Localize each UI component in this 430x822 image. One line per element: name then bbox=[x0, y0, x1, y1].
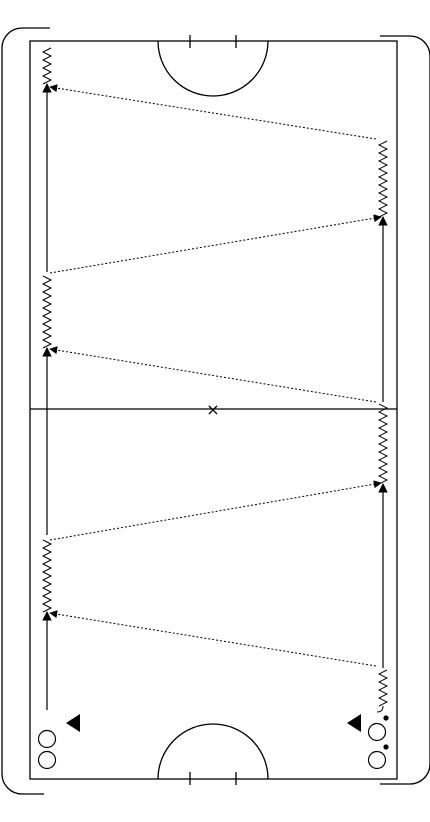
cone-icon bbox=[66, 714, 80, 732]
rink-outline bbox=[1, 27, 50, 795]
weave-segment bbox=[41, 539, 53, 613]
cone-icon bbox=[347, 714, 361, 732]
player-icon bbox=[37, 750, 57, 770]
center-marker: × bbox=[206, 400, 219, 419]
weave-segment bbox=[41, 47, 53, 85]
puck-icon bbox=[383, 744, 389, 750]
player-group-left bbox=[37, 729, 57, 770]
weave-segment bbox=[41, 275, 53, 349]
pass-arrow bbox=[49, 610, 377, 667]
stick-hook bbox=[376, 705, 384, 713]
puck-icon bbox=[383, 715, 389, 721]
pass-paths bbox=[49, 84, 382, 667]
rink-board bbox=[29, 40, 398, 780]
player-icon bbox=[37, 729, 57, 749]
goal-crease-top bbox=[157, 40, 269, 97]
player-icon bbox=[367, 750, 387, 770]
pass-arrow bbox=[49, 480, 382, 541]
player-icon bbox=[367, 722, 387, 742]
rink bbox=[1, 27, 430, 795]
pass-arrow bbox=[49, 346, 377, 403]
skating-paths bbox=[42, 83, 388, 710]
weave-paths bbox=[41, 47, 389, 707]
weave-segment bbox=[377, 669, 389, 707]
pass-arrow bbox=[49, 84, 377, 140]
weave-segment bbox=[377, 140, 389, 218]
player-group-right bbox=[367, 722, 387, 770]
weave-segment bbox=[377, 403, 389, 485]
goal-crease-bottom bbox=[157, 723, 269, 780]
pass-arrow bbox=[49, 214, 382, 274]
rink-outline-right bbox=[380, 35, 430, 785]
